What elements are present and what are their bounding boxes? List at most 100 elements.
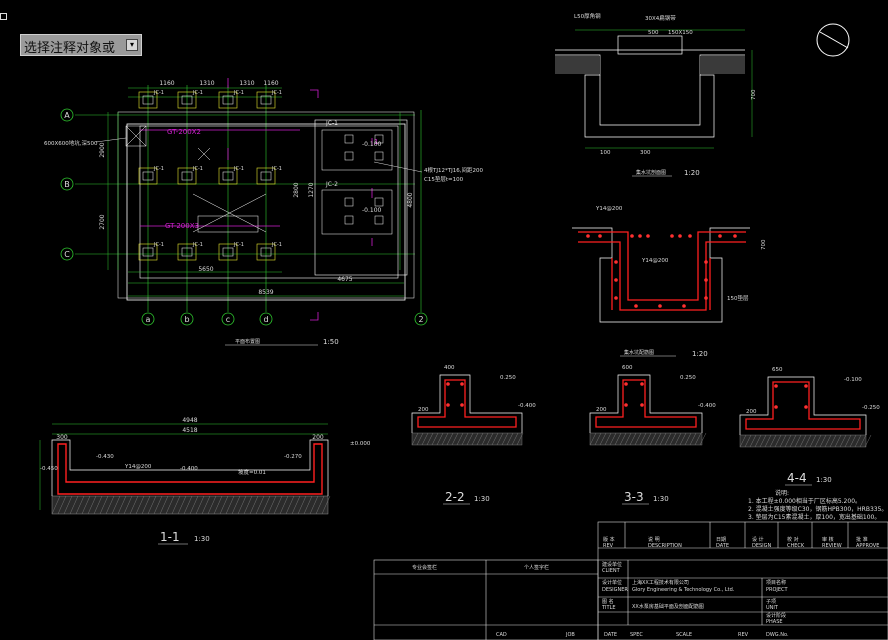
plan-scale: 1:50 xyxy=(323,338,339,346)
unit-cn: 子项 xyxy=(766,598,776,605)
footing-pad: JC-1 xyxy=(177,242,203,261)
grid-col-a: a xyxy=(146,315,151,324)
unit-en: UNIT xyxy=(766,605,779,611)
svg-text:JC-1: JC-1 xyxy=(192,242,203,248)
rebar-dot xyxy=(658,304,662,308)
rev-header: 批 准 xyxy=(856,536,868,543)
bottom-cell: SCALE xyxy=(676,632,692,638)
s11-dim: 300 xyxy=(56,434,68,441)
svg-text:JC-1: JC-1 xyxy=(233,90,244,96)
pit-elevation: -0.100 xyxy=(362,207,382,214)
svg-text:200: 200 xyxy=(746,409,757,415)
svg-text:JC-1: JC-1 xyxy=(233,242,244,248)
svg-text:0.250: 0.250 xyxy=(680,375,696,381)
phase-en: PHASE xyxy=(766,619,783,625)
rebar-dot xyxy=(630,234,634,238)
svg-text:JC-1: JC-1 xyxy=(271,242,282,248)
pit-label: 150X150 xyxy=(668,30,693,36)
plan-note-left: 600X600地坑,深500 xyxy=(44,139,98,147)
svg-text:JC-1: JC-1 xyxy=(192,166,203,172)
chevron-down-icon[interactable]: ▾ xyxy=(126,39,138,51)
s44-title: 4-4 xyxy=(787,471,807,485)
svg-text:-0.400: -0.400 xyxy=(518,403,536,409)
svg-text:200: 200 xyxy=(596,407,607,413)
rebar-dot xyxy=(638,234,642,238)
grid-row-c: C xyxy=(64,250,70,259)
rebar-dot xyxy=(614,260,618,264)
plan-dim-inner: 5650 xyxy=(198,266,213,273)
pit-label: L50厚角钢 xyxy=(574,12,601,20)
notes-heading: 说明: xyxy=(775,489,789,497)
s44-scale: 1:30 xyxy=(816,476,832,484)
svg-text:JC-1: JC-1 xyxy=(153,166,164,172)
grid-row-b: B xyxy=(64,180,70,189)
s11-elev: ±0.000 xyxy=(350,441,371,447)
rev-header: 设 计 xyxy=(752,536,764,543)
rev-header: 日期 xyxy=(716,537,726,543)
rebar-dot xyxy=(670,234,674,238)
section-cut-mark: 1 xyxy=(374,138,378,146)
pit-title: 集水坑剖面图 xyxy=(636,169,666,176)
grid-col-b: b xyxy=(184,315,189,324)
footing-pad: JC-1 xyxy=(256,242,282,261)
notes-item: 3. 垫层为C15素混凝土，厚100，宽出基础100。 xyxy=(748,513,880,521)
rebar-dot xyxy=(682,304,686,308)
rebar-dot xyxy=(688,234,692,238)
footing-pad: JC-1 xyxy=(138,242,164,261)
rebar-dot xyxy=(704,278,708,282)
bottom-cell: SPEC xyxy=(630,632,643,638)
pit-elevation: -0.100 xyxy=(362,141,382,148)
pit-label: 700 xyxy=(751,89,757,100)
designer-en: DESIGNER xyxy=(602,587,628,593)
rev-header: 版 本 xyxy=(603,536,615,543)
client-en: CLIENT xyxy=(602,568,621,574)
s33-scale: 1:30 xyxy=(653,495,669,503)
s11-slope: 坡度=0.01 xyxy=(238,468,266,476)
footing-pad: JC-1 xyxy=(177,166,203,185)
north-arrow-icon xyxy=(816,23,850,57)
plan-top-dim: 1310 xyxy=(199,80,214,87)
sign-left: 专业会签栏 xyxy=(412,564,437,571)
plan-note-right1: 4根TJ12*TJ16,间距200 xyxy=(424,166,483,174)
s11-dim: 4518 xyxy=(182,427,197,434)
s22-scale: 1:30 xyxy=(474,495,490,503)
footing-pad: JC-1 xyxy=(138,166,164,185)
rev-header: 审 核 xyxy=(822,536,834,543)
s11-dim: 200 xyxy=(312,434,324,441)
s11-title: 1-1 xyxy=(160,530,180,544)
footing-pad: JC-1 xyxy=(218,242,244,261)
command-tooltip-label: 选择注释对象或 xyxy=(24,41,116,56)
rebar-dot xyxy=(704,296,708,300)
command-tooltip[interactable]: 选择注释对象或 ▾ xyxy=(20,34,142,56)
pit-scale: 1:20 xyxy=(684,169,700,177)
rev-header-en: REVIEW xyxy=(822,543,842,549)
footing-pad: JC-1 xyxy=(177,90,203,109)
svg-text:0.250: 0.250 xyxy=(500,375,516,381)
bottom-cell: JOB xyxy=(565,632,575,638)
s33-title: 3-3 xyxy=(624,490,644,504)
plan-right-dim: 1270 xyxy=(308,182,315,197)
rebar-dot xyxy=(614,278,618,282)
rebar-dot xyxy=(598,234,602,238)
rev-header-en: APPROVE xyxy=(856,543,879,549)
title-en: TITLE xyxy=(601,605,616,611)
title-block: 版 本 REV 说 明 DESCRIPTION 日期 DATE 设 计 DESI… xyxy=(373,521,888,640)
pit-label: 500 xyxy=(648,30,659,36)
svg-text:JC-1: JC-1 xyxy=(192,90,203,96)
svg-text:JC-1: JC-1 xyxy=(153,242,164,248)
svg-text:-0.250: -0.250 xyxy=(862,405,880,411)
viewport-corner-marker xyxy=(0,13,7,20)
sign-right: 个人签字栏 xyxy=(524,564,549,571)
pit-rebar-section: Y14@200 Y14@200 150垫层 700 集水坑配筋图 1:20 xyxy=(572,206,767,358)
rebar-label: Y14@200 xyxy=(595,206,623,212)
plan-left-dim: 2700 xyxy=(99,214,106,229)
rebar-dot xyxy=(586,234,590,238)
designer-name-cn: 上海XX工程技术有限公司 xyxy=(632,579,689,586)
rebar-dot xyxy=(733,234,737,238)
plan-top-dim: 1160 xyxy=(263,80,278,87)
rev-header-en: CHECK xyxy=(787,543,805,549)
plan-right-dim: 4800 xyxy=(407,192,414,207)
